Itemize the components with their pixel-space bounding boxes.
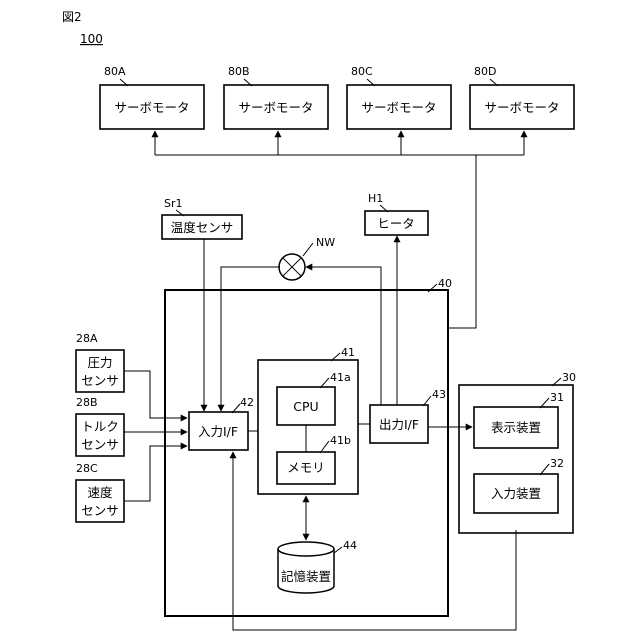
display-device-label: 表示装置 [491,420,541,435]
storage-label: 記憶装置 [281,569,331,584]
heater-ref: H1 [368,192,383,205]
heater: ヒータ H1 [365,192,428,235]
input-device-label: 入力装置 [491,486,541,501]
torque-sensor-label-line1: トルク [81,419,119,434]
pressure-sensor-ref: 28A [76,332,98,345]
terminal-ref: 30 [562,371,576,384]
servo-motor-80a: サーボモータ 80A [100,65,204,129]
servo-motor-label: サーボモータ [238,100,313,115]
servo-motor-80c: サーボモータ 80C [347,65,451,129]
torque-sensor-label-line2: センサ [81,437,119,452]
speed-sensor-label-line1: 速度 [87,485,113,500]
network-node: NW [279,236,335,280]
output-interface-ref: 43 [432,388,446,401]
input-interface-ref: 42 [240,396,254,409]
memory-label: メモリ [287,460,325,475]
figure-label: 図2 [62,10,82,24]
torque-sensor: トルク センサ 28B [76,396,124,456]
servo-ref: 80C [351,65,373,78]
storage-ref: 44 [343,539,357,552]
pressure-sensor-label-line1: 圧力 [87,355,112,370]
temperature-sensor-label: 温度センサ [171,220,234,235]
display-device-ref: 31 [550,391,564,404]
pressure-sensor-label-line2: センサ [81,373,119,388]
speed-sensor: 速度 センサ 28C [76,462,124,522]
processor-ref: 41 [341,346,355,359]
controller-ref: 40 [438,277,452,290]
network-ref: NW [316,236,335,249]
pressure-sensor: 圧力 センサ 28A [76,332,124,392]
servo-ref: 80A [104,65,126,78]
input-device-ref: 32 [550,457,564,470]
servo-ref: 80B [228,65,250,78]
servo-ref: 80D [474,65,496,78]
input-interface-label: 入力I/F [198,424,238,439]
temperature-sensor: 温度センサ Sr1 [162,197,242,239]
system-ref: 100 [80,32,103,46]
memory-ref: 41b [330,434,351,447]
speed-sensor-label-line2: センサ [81,503,119,518]
heater-label: ヒータ [377,216,415,231]
speed-sensor-ref: 28C [76,462,98,475]
cpu-label: CPU [293,399,318,414]
servo-motor-label: サーボモータ [361,100,436,115]
torque-sensor-ref: 28B [76,396,98,409]
servo-motor-80b: サーボモータ 80B [224,65,328,129]
temperature-sensor-ref: Sr1 [164,197,183,210]
output-interface-label: 出力I/F [379,417,419,432]
servo-motor-label: サーボモータ [114,100,189,115]
servo-motor-80d: サーボモータ 80D [470,65,574,129]
cpu-ref: 41a [330,371,351,384]
servo-motor-label: サーボモータ [484,100,559,115]
